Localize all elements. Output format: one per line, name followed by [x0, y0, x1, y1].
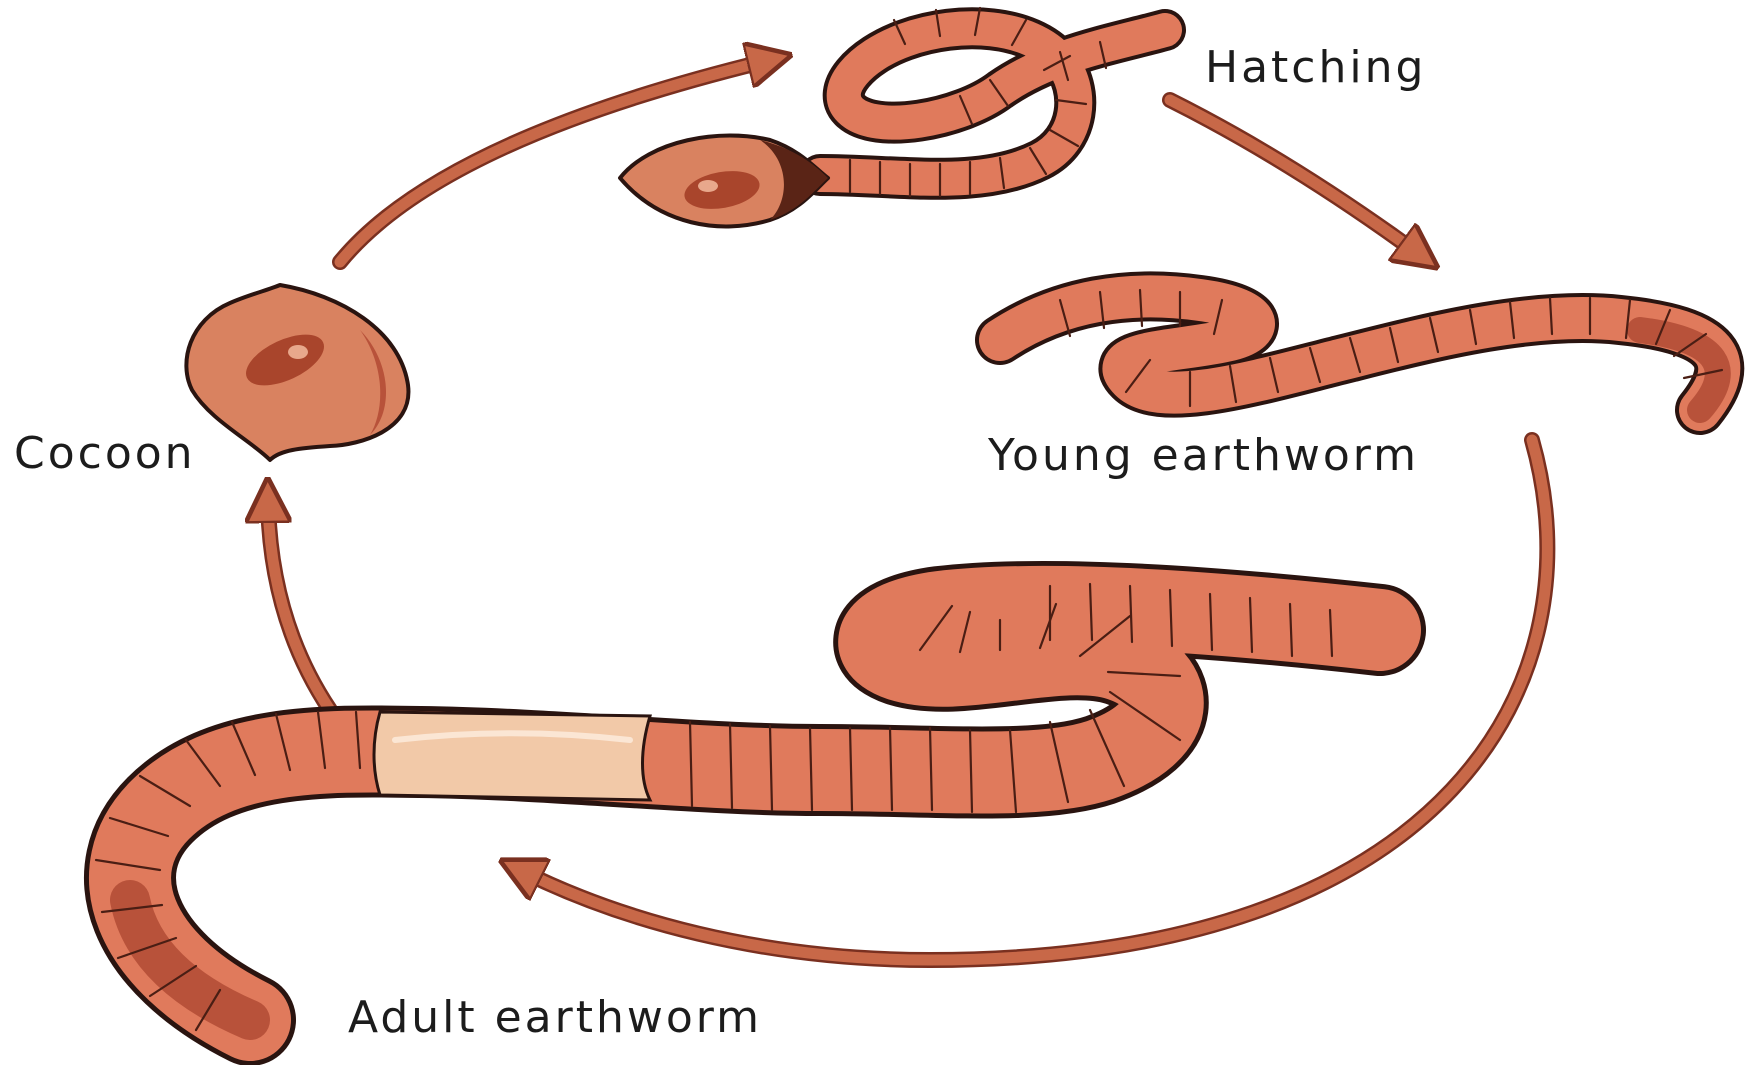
hatching-icon: [620, 8, 1165, 226]
clitellum: [374, 712, 650, 800]
label-adult-earthworm: Adult earthworm: [348, 992, 762, 1043]
label-young-earthworm: Young earthworm: [987, 430, 1419, 481]
young-earthworm-icon: [1000, 290, 1722, 410]
label-hatching: Hatching: [1205, 42, 1426, 93]
label-cocoon: Cocoon: [14, 428, 196, 479]
adult-earthworm-icon: [96, 584, 1380, 1030]
cocoon-icon: [186, 285, 408, 460]
